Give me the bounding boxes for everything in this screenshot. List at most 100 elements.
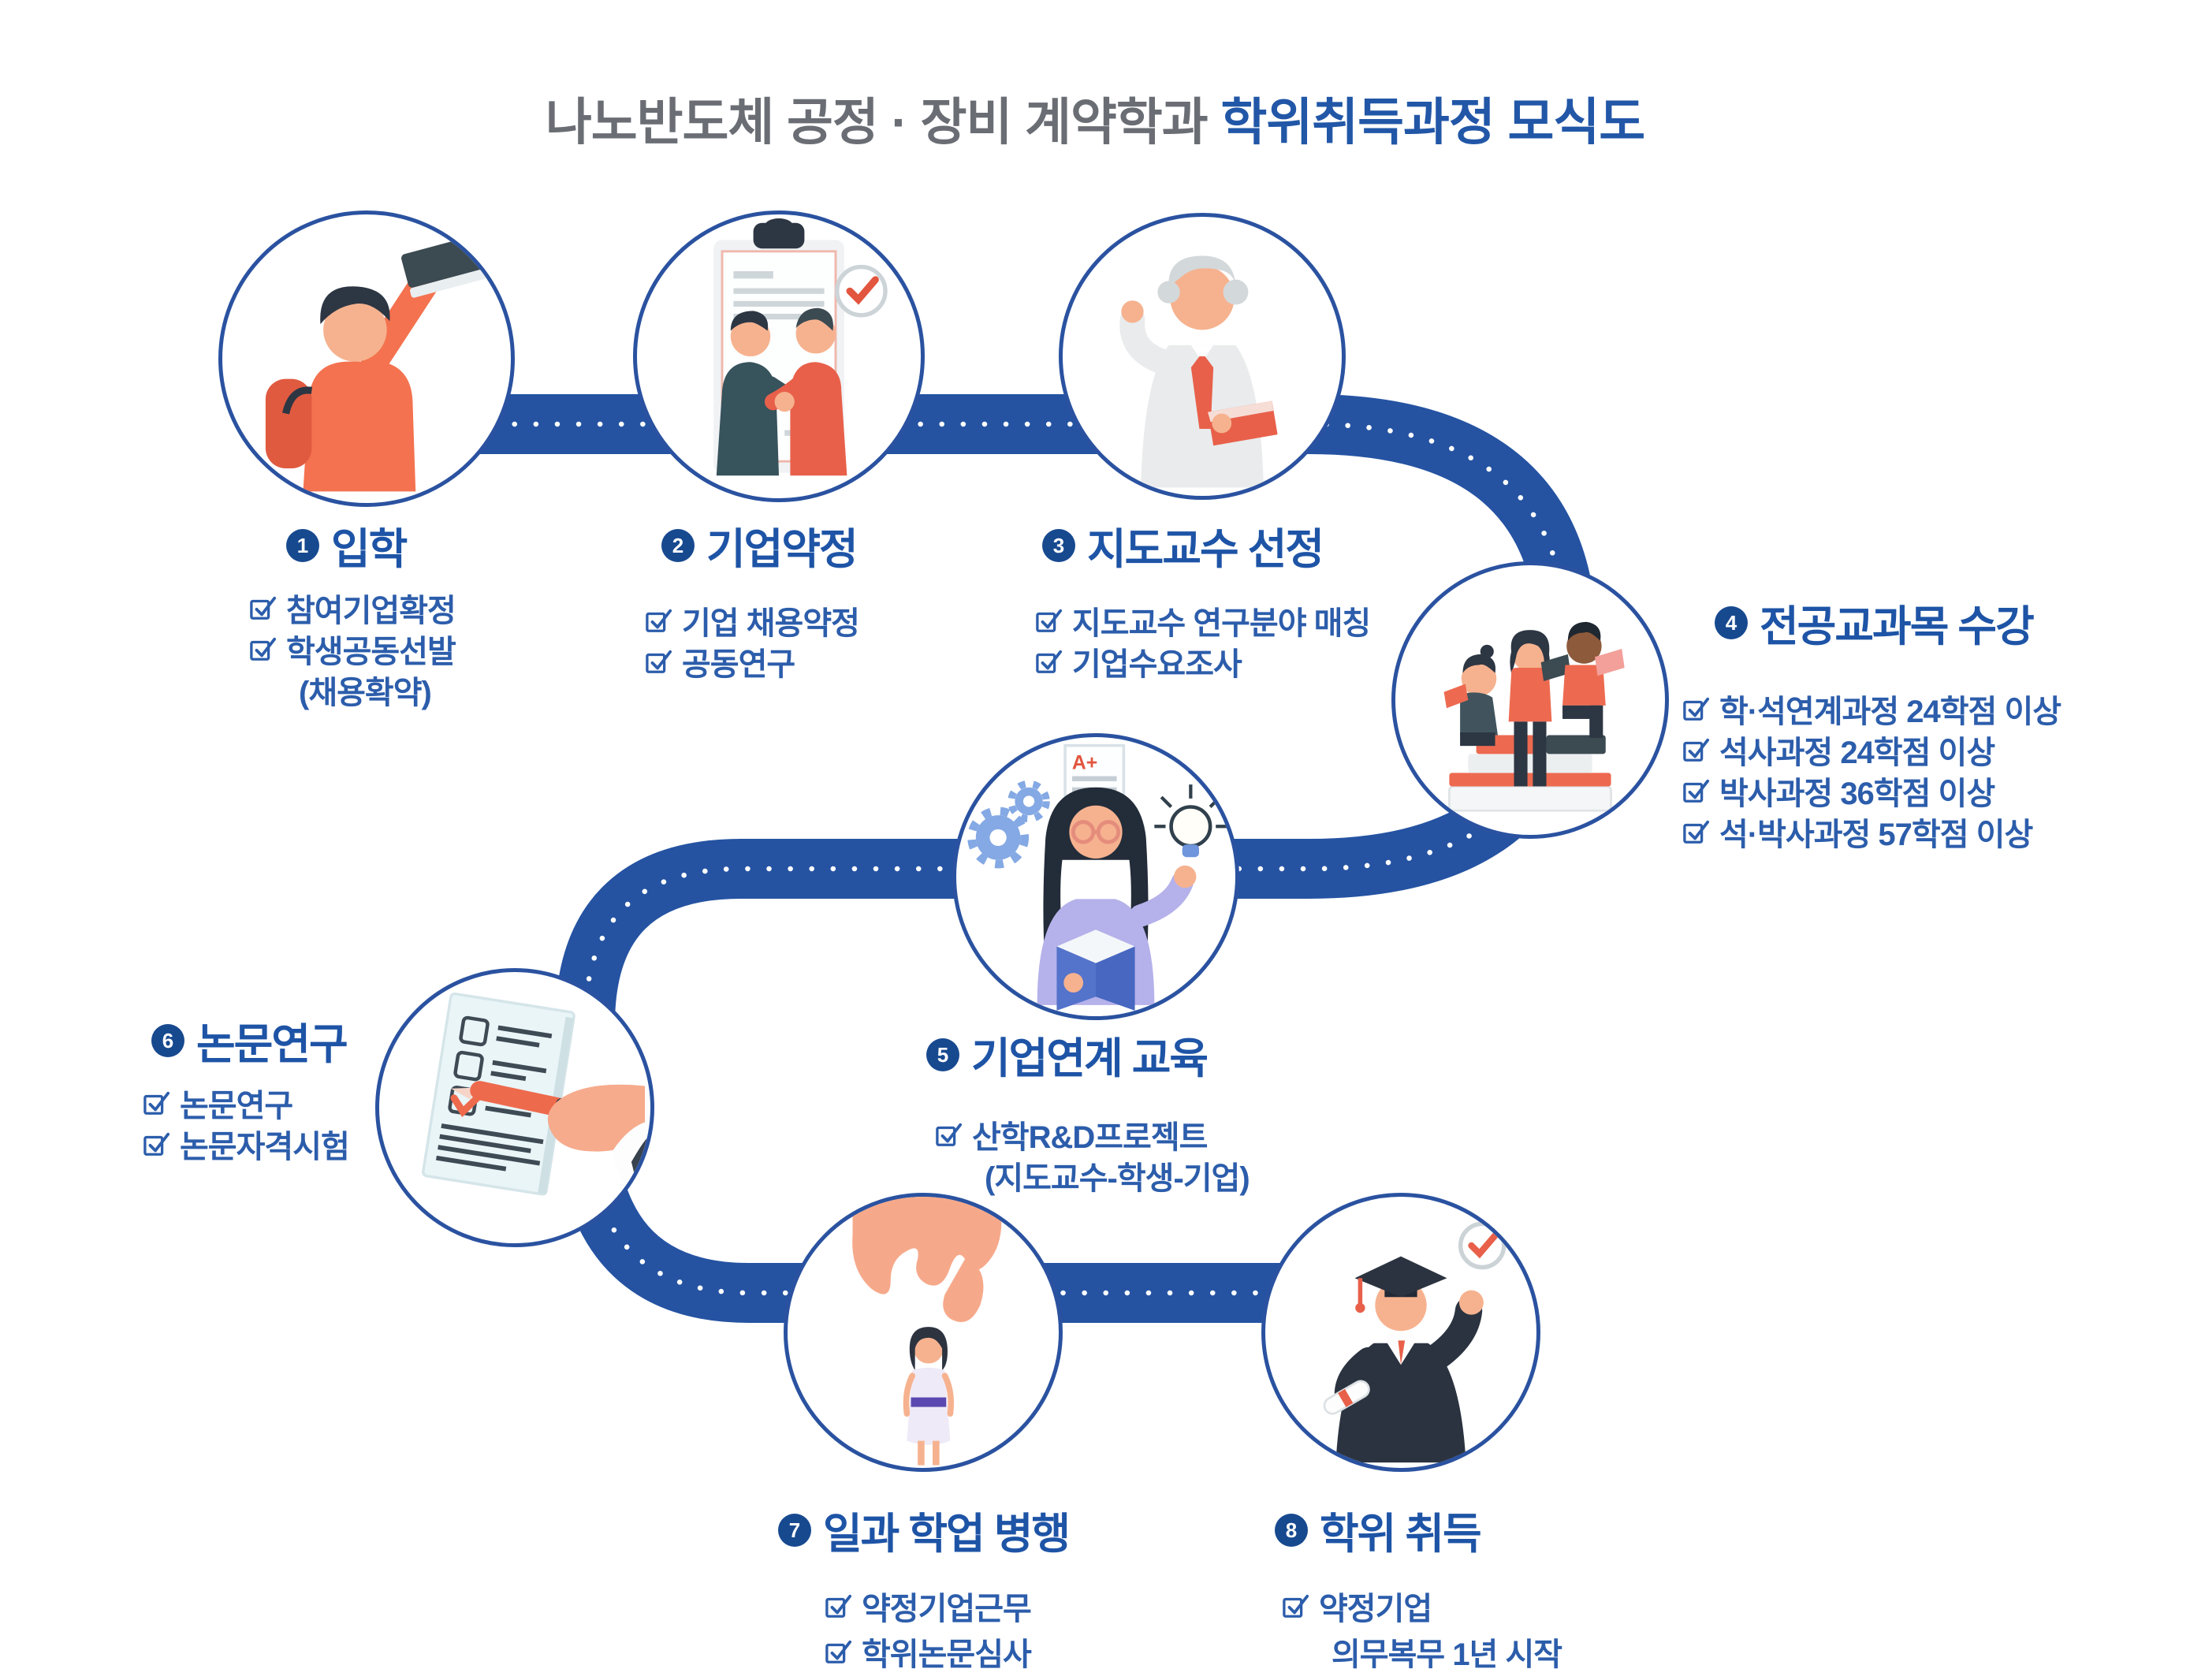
item-text: 학·석연계과정 24학점 이상 bbox=[1719, 695, 2062, 729]
step-1-items: 참여기업확정 학생공동선발 (채용확약) bbox=[250, 587, 456, 710]
step-number-badge: 7 bbox=[778, 1513, 811, 1547]
circle-step-6 bbox=[375, 968, 654, 1247]
circle-step-7 bbox=[784, 1193, 1063, 1472]
list-item: 약정기업 bbox=[1283, 1583, 1562, 1629]
step-title: 기업약정 bbox=[706, 526, 858, 573]
list-item: 의무복무 1년 시작 bbox=[1295, 1629, 1562, 1674]
checkbox-icon bbox=[1683, 738, 1710, 762]
item-text: 석·박사과정 57학점 이상 bbox=[1719, 818, 2033, 852]
checkbox-icon bbox=[1683, 697, 1710, 721]
company-agreement-illustration bbox=[713, 218, 888, 476]
circle-step-5: A+ bbox=[952, 733, 1239, 1020]
diploma-icon bbox=[1323, 1380, 1370, 1415]
item-text: 지도교수 연구분야 매칭 bbox=[1072, 606, 1371, 641]
checkbox-icon bbox=[825, 1594, 852, 1618]
item-text: 논문연구 bbox=[180, 1089, 293, 1123]
item-text: 기업 채용약정 bbox=[682, 606, 860, 641]
step-4-header: 4 전공교과목 수강 bbox=[1715, 591, 2061, 654]
circle-step-3 bbox=[1059, 213, 1346, 500]
list-item: 참여기업확정 bbox=[250, 587, 456, 628]
students-reading-illustration bbox=[1443, 621, 1625, 812]
step-number-badge: 8 bbox=[1275, 1513, 1308, 1547]
page-title: 나노반도체 공정 · 장비 계약학과 학위취득과정 모식도 bbox=[0, 82, 2190, 155]
step-number-badge: 1 bbox=[286, 528, 319, 562]
student-admission-illustration bbox=[265, 233, 495, 492]
step-number-badge: 5 bbox=[926, 1037, 959, 1071]
list-item: 기업 채용약정 bbox=[646, 600, 860, 641]
list-item: 산학R&D프로젝트 bbox=[936, 1114, 1250, 1155]
step-1-header: 1 입학 bbox=[286, 514, 456, 576]
checkbox-icon bbox=[250, 637, 277, 661]
list-item: 지도교수 연구분야 매칭 bbox=[1036, 600, 1371, 641]
check-badge-icon bbox=[1458, 1221, 1507, 1270]
item-text: 박사과정 36학점 이상 bbox=[1719, 777, 1995, 811]
item-text: 공동연구 bbox=[682, 647, 795, 682]
checkbox-icon bbox=[646, 650, 672, 673]
item-text: (지도교수-학생-기업) bbox=[985, 1161, 1250, 1196]
svg-text:A+: A+ bbox=[1072, 753, 1097, 774]
step-2-header: 2 기업약정 bbox=[661, 514, 859, 576]
item-text: 산학R&D프로젝트 bbox=[972, 1120, 1208, 1155]
check-badge-icon bbox=[835, 264, 888, 318]
checkbox-icon bbox=[143, 1132, 170, 1156]
item-text: (채용확약) bbox=[299, 676, 432, 710]
list-item: 박사과정 36학점 이상 bbox=[1683, 770, 2061, 811]
step-5-industry-education: 5 기업연계 교육 산학R&D프로젝트 (지도교수-학생-기업) bbox=[926, 1023, 1250, 1196]
circle-step-4 bbox=[1391, 561, 1669, 839]
professor-illustration bbox=[1119, 255, 1278, 488]
checkbox-icon bbox=[825, 1640, 852, 1663]
step-title: 논문연구 bbox=[196, 1021, 348, 1068]
checkbox-icon bbox=[1683, 779, 1710, 803]
page-title-prefix: 나노반도체 공정 · 장비 계약학과 bbox=[545, 94, 1221, 151]
list-item: 논문연구 bbox=[143, 1082, 349, 1123]
item-text: 약정기업 bbox=[1319, 1592, 1432, 1626]
item-text: 기업수요조사 bbox=[1072, 647, 1242, 682]
checkbox-icon bbox=[1036, 609, 1063, 632]
step-4-major-courses: 4 전공교과목 수강 학·석연계과정 24학점 이상 석사과정 24학점 이상 … bbox=[1683, 591, 2062, 852]
list-item: 논문자격시험 bbox=[143, 1123, 350, 1164]
graduate-illustration bbox=[1323, 1221, 1507, 1463]
step-7-work-study: 7 일과 학업 병행 약정기업근무 학위논문심사 bbox=[778, 1499, 1071, 1674]
item-text: 논문자격시험 bbox=[180, 1130, 350, 1164]
page-title-highlight: 학위취득과정 모식도 bbox=[1220, 94, 1645, 151]
step-1-admission: 1 입학 참여기업확정 학생공동선발 (채용확약) bbox=[250, 514, 456, 710]
list-item: 약정기업근무 bbox=[825, 1583, 1069, 1629]
step-6-thesis-research: 6 논문연구 논문연구 논문자격시험 bbox=[143, 1009, 350, 1164]
list-item: 석사과정 24학점 이상 bbox=[1683, 729, 2061, 770]
step-number-badge: 6 bbox=[151, 1023, 184, 1057]
list-item: 학위논문심사 bbox=[825, 1629, 1069, 1674]
circle-step-2 bbox=[633, 210, 925, 502]
step-3-items: 지도교수 연구분야 매칭 기업수요조사 bbox=[1036, 600, 1371, 682]
glasses-icon bbox=[1071, 820, 1121, 844]
item-text: 의무복무 1년 시작 bbox=[1332, 1637, 1562, 1672]
step-8-degree-acquisition: 8 학위 취득 약정기업 의무복무 1년 시작 bbox=[1275, 1499, 1562, 1674]
step-6-items: 논문연구 논문자격시험 bbox=[143, 1082, 350, 1164]
checkbox-icon bbox=[1283, 1594, 1309, 1618]
list-item: (지도교수-학생-기업) bbox=[948, 1155, 1250, 1196]
step-8-header: 8 학위 취득 bbox=[1275, 1499, 1562, 1561]
step-number-badge: 2 bbox=[661, 528, 695, 562]
industry-education-illustration: A+ bbox=[967, 743, 1229, 1011]
checkbox-icon bbox=[1036, 650, 1063, 673]
checkbox-icon bbox=[143, 1091, 170, 1115]
step-number-badge: 3 bbox=[1042, 528, 1075, 562]
list-item: 학생공동선발 bbox=[250, 628, 456, 669]
step-title: 지도교수 선정 bbox=[1087, 526, 1324, 573]
checkbox-icon bbox=[1683, 820, 1710, 844]
hand-picking-worker-illustration bbox=[852, 1197, 1002, 1466]
step-5-items: 산학R&D프로젝트 (지도교수-학생-기업) bbox=[936, 1114, 1250, 1196]
item-text: 약정기업근무 bbox=[862, 1592, 1032, 1626]
gear-icon bbox=[967, 780, 1050, 869]
step-3-advisor-selection: 3 지도교수 선정 지도교수 연구분야 매칭 기업수요조사 bbox=[1036, 514, 1371, 682]
step-title: 기업연계 교육 bbox=[971, 1035, 1209, 1082]
checkbox-icon bbox=[646, 609, 672, 632]
item-text: 학위논문심사 bbox=[862, 1637, 1032, 1672]
step-7-header: 7 일과 학업 병행 bbox=[778, 1499, 1071, 1561]
step-4-items: 학·석연계과정 24학점 이상 석사과정 24학점 이상 박사과정 36학점 이… bbox=[1683, 688, 2062, 852]
thesis-checklist-illustration bbox=[422, 992, 648, 1227]
item-text: 학생공동선발 bbox=[286, 635, 456, 669]
step-3-header: 3 지도교수 선정 bbox=[1042, 514, 1370, 576]
step-6-header: 6 논문연구 bbox=[151, 1009, 349, 1071]
list-item: 학·석연계과정 24학점 이상 bbox=[1683, 688, 2062, 729]
circle-step-1 bbox=[218, 210, 515, 507]
